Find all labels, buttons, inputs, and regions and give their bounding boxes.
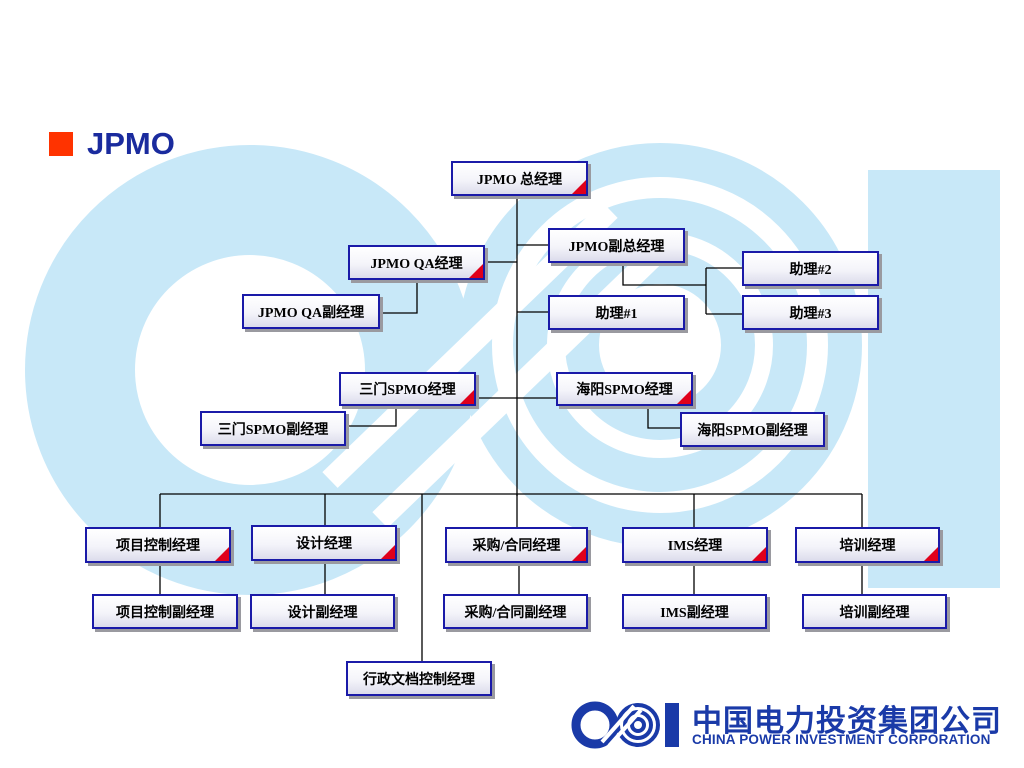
org-box-label: 助理#2 xyxy=(789,262,832,278)
org-box-label: JPMO QA经理 xyxy=(370,256,463,272)
slide-title-text: JPMO xyxy=(87,126,175,161)
org-box-label: 三门SPMO副经理 xyxy=(217,422,329,438)
org-box-label: 项目控制经理 xyxy=(116,539,200,554)
org-box-label: 助理#1 xyxy=(595,306,638,322)
company-name-en: CHINA POWER INVESTMENT CORPORATION xyxy=(692,732,991,747)
org-box-ims-deputy: IMS副经理 xyxy=(622,594,767,629)
org-box-project-control-deputy: 项目控制副经理 xyxy=(92,594,238,629)
org-box-label: 培训副经理 xyxy=(839,605,910,621)
org-box-training: 培训经理 xyxy=(795,527,940,563)
org-box-design: 设计经理 xyxy=(251,525,397,561)
org-box-label: 助理#3 xyxy=(789,306,832,322)
org-box-label: JPMO副总经理 xyxy=(568,239,665,255)
org-box-label: 采购/合同经理 xyxy=(472,539,561,554)
org-box-gm: JPMO 总经理 xyxy=(451,161,588,196)
org-box-haiyang-manager: 海阳SPMO经理 xyxy=(556,372,693,406)
slide-title: JPMO xyxy=(49,124,175,164)
org-box-procurement-deputy: 采购/合同副经理 xyxy=(443,594,588,629)
org-box-project-control: 项目控制经理 xyxy=(85,527,231,563)
org-box-sanmen-manager: 三门SPMO经理 xyxy=(339,372,476,406)
title-bullet-square xyxy=(49,132,73,156)
org-box-assistant-1: 助理#1 xyxy=(548,295,685,330)
org-box-label: 海阳SPMO副经理 xyxy=(697,423,808,439)
org-box-assistant-3: 助理#3 xyxy=(742,295,879,330)
company-name-cn: 中国电力投资集团公司 xyxy=(692,704,1002,739)
org-box-sanmen-deputy: 三门SPMO副经理 xyxy=(200,411,346,446)
company-logo: 中国电力投资集团公司 CHINA POWER INVESTMENT CORPOR… xyxy=(568,698,1008,752)
org-box-training-deputy: 培训副经理 xyxy=(802,594,947,629)
cpi-emblem-icon xyxy=(571,701,679,749)
org-box-qa-deputy: JPMO QA副经理 xyxy=(242,294,380,329)
org-box-label: 项目控制副经理 xyxy=(116,605,214,621)
org-box-design-deputy: 设计副经理 xyxy=(250,594,395,629)
org-box-haiyang-deputy: 海阳SPMO副经理 xyxy=(680,412,825,447)
org-box-label: 海阳SPMO经理 xyxy=(576,383,673,398)
org-box-assistant-2: 助理#2 xyxy=(742,251,879,286)
org-box-label: IMS经理 xyxy=(667,539,723,554)
org-box-label: 行政文档控制经理 xyxy=(363,672,475,688)
org-box-label: JPMO QA副经理 xyxy=(257,305,365,321)
org-box-procurement: 采购/合同经理 xyxy=(445,527,588,563)
org-box-admin-doc: 行政文档控制经理 xyxy=(346,661,492,696)
org-box-label: 采购/合同副经理 xyxy=(464,605,567,621)
org-box-label: 三门SPMO经理 xyxy=(359,383,456,398)
org-box-deputy-gm: JPMO副总经理 xyxy=(548,228,685,263)
org-box-ims: IMS经理 xyxy=(622,527,768,563)
org-box-label: 设计副经理 xyxy=(287,605,358,621)
org-box-label: IMS副经理 xyxy=(660,605,729,621)
org-box-qa-manager: JPMO QA经理 xyxy=(348,245,485,280)
org-box-label: JPMO 总经理 xyxy=(476,172,563,188)
org-box-label: 培训经理 xyxy=(839,539,896,554)
org-box-label: 设计经理 xyxy=(296,537,352,552)
